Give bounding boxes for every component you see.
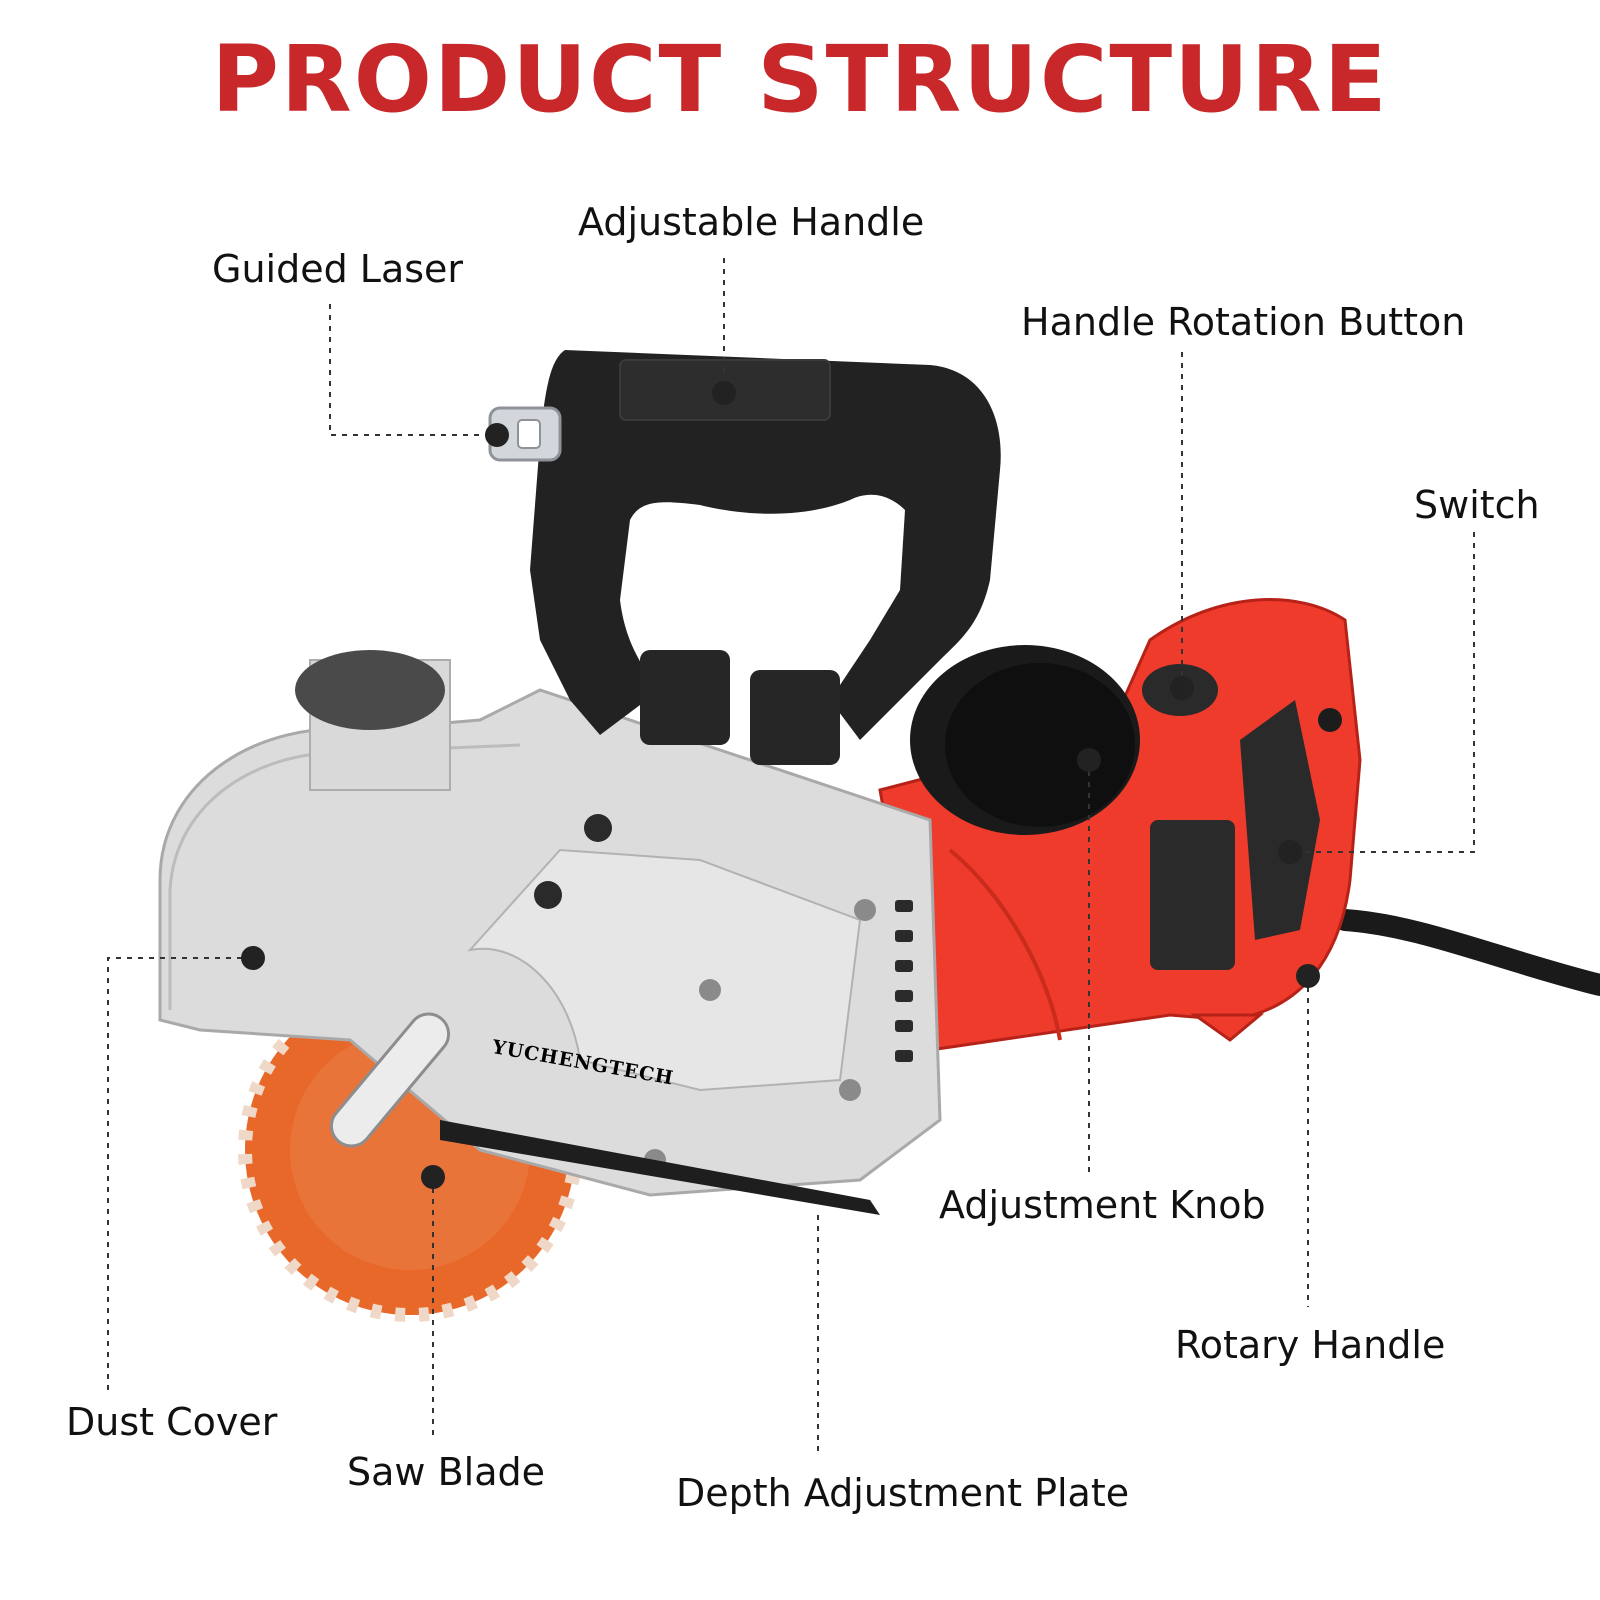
callout-dot-rotary-handle bbox=[1296, 964, 1320, 988]
label-handle-rotation-button: Handle Rotation Button bbox=[1021, 300, 1466, 344]
label-rotary-handle: Rotary Handle bbox=[1175, 1323, 1446, 1367]
callout-dot-guided-laser bbox=[485, 423, 509, 447]
label-saw-blade: Saw Blade bbox=[347, 1450, 545, 1494]
callout-dot-saw-blade bbox=[421, 1165, 445, 1189]
label-adjustable-handle: Adjustable Handle bbox=[578, 200, 925, 244]
power-cord bbox=[1334, 909, 1600, 996]
label-adjustment-knob: Adjustment Knob bbox=[939, 1183, 1266, 1227]
label-switch: Switch bbox=[1414, 483, 1540, 527]
housing bbox=[158, 650, 942, 1215]
callout-dot-dust-cover bbox=[241, 946, 265, 970]
motor-body bbox=[878, 598, 1362, 1052]
callout-dot-adjustment-knob bbox=[1077, 748, 1101, 772]
callout-dot-switch bbox=[1278, 840, 1302, 864]
laser-module bbox=[488, 406, 562, 462]
callout-dot-handle-rotation-button bbox=[1170, 676, 1194, 700]
callout-dot-adjustable-handle bbox=[712, 381, 736, 405]
label-depth-adjustment-plate: Depth Adjustment Plate bbox=[676, 1471, 1130, 1515]
label-dust-cover: Dust Cover bbox=[66, 1400, 278, 1444]
callout-leader-lines bbox=[107, 258, 1475, 1457]
callout-dots bbox=[241, 381, 1320, 1189]
page-title: PRODUCT STRUCTURE bbox=[211, 26, 1389, 133]
label-guided-laser: Guided Laser bbox=[212, 247, 464, 291]
